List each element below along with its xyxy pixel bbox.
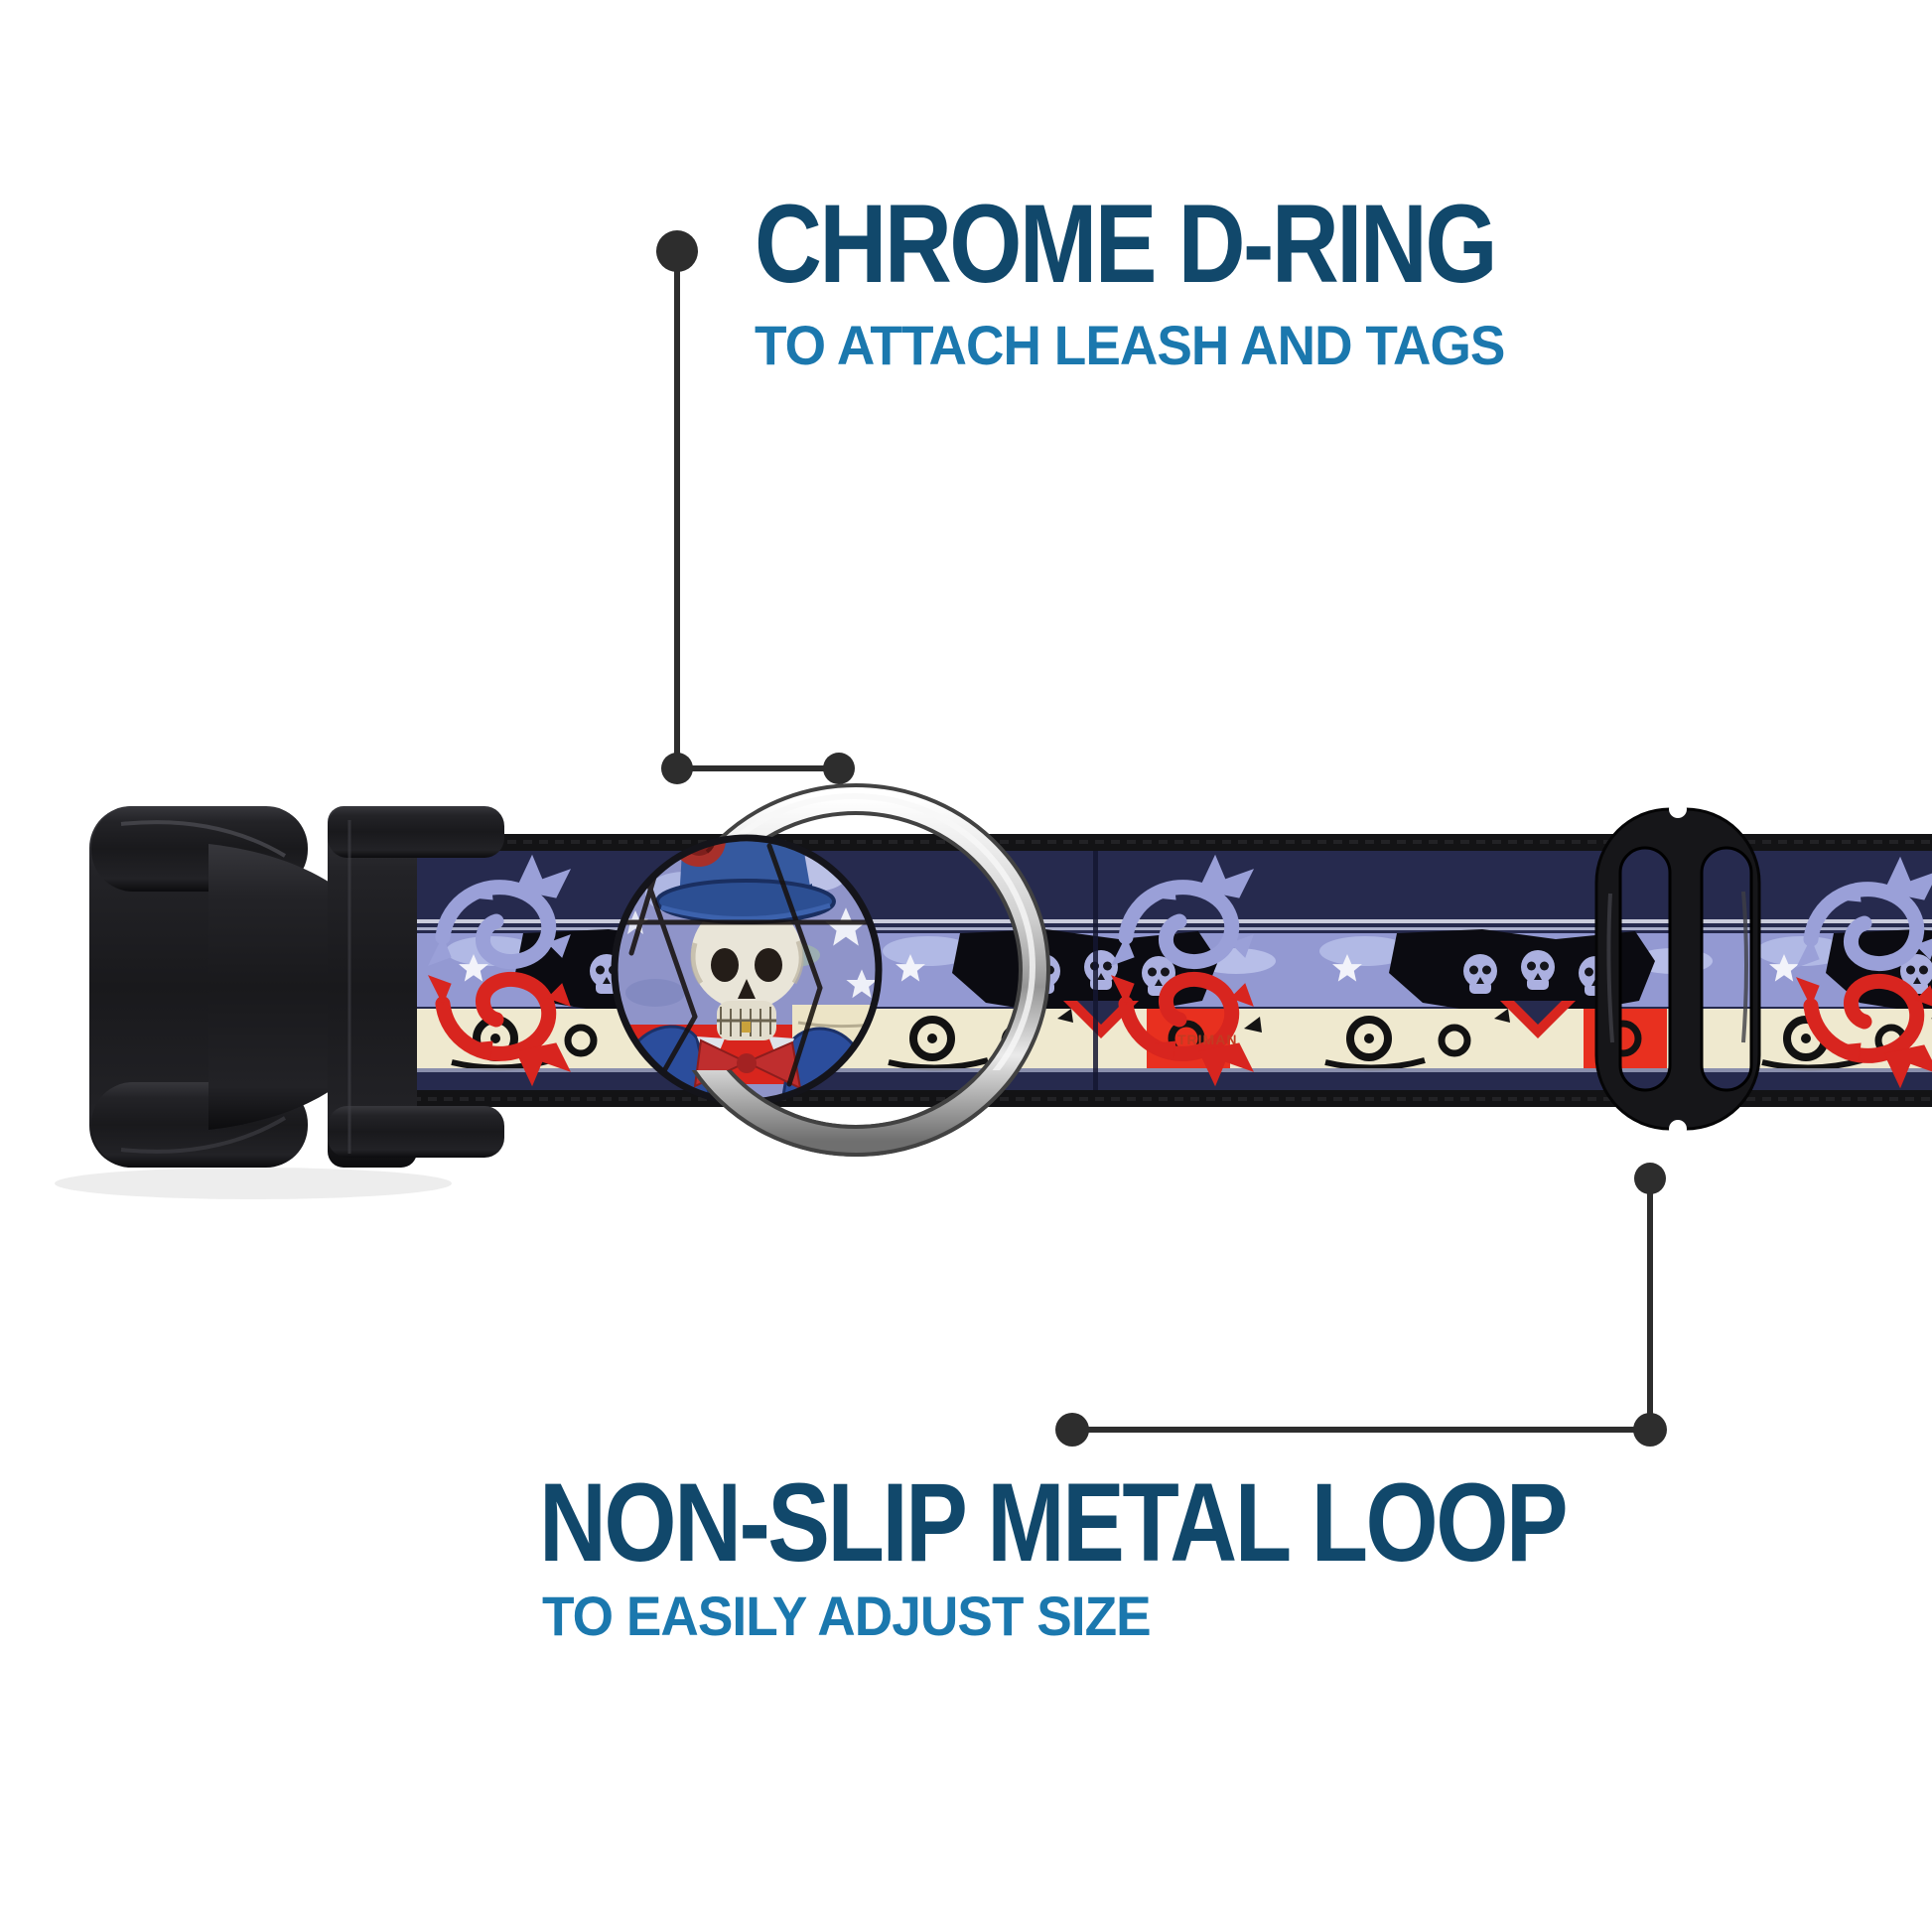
callout-top-title: CHROME D-RING: [755, 182, 1497, 306]
callout-bottom-subtitle: TO EASILY ADJUST SIZE: [542, 1585, 1152, 1647]
metal-loop-slider: [1594, 800, 1761, 1138]
connector-dot: [1055, 1413, 1089, 1447]
connector-dot: [823, 753, 855, 784]
pattern-signature: TRIMAN: [1177, 1032, 1237, 1047]
callout-bottom-title: NON-SLIP METAL LOOP: [539, 1460, 1569, 1585]
callout-connector-top: [656, 230, 855, 784]
buckle-shadow: [55, 1168, 452, 1199]
chrome-d-ring-front: [691, 1070, 1021, 1157]
buckle: [89, 806, 504, 1168]
connector-dot: [1634, 1163, 1666, 1194]
connector-dot: [656, 230, 698, 272]
strap-seam: [1093, 850, 1098, 1093]
callout-top-subtitle: TO ATTACH LEASH AND TAGS: [755, 314, 1505, 376]
connector-dot: [1633, 1413, 1667, 1447]
connector-dot: [661, 753, 693, 784]
callout-connector-bottom: [1055, 1163, 1667, 1447]
